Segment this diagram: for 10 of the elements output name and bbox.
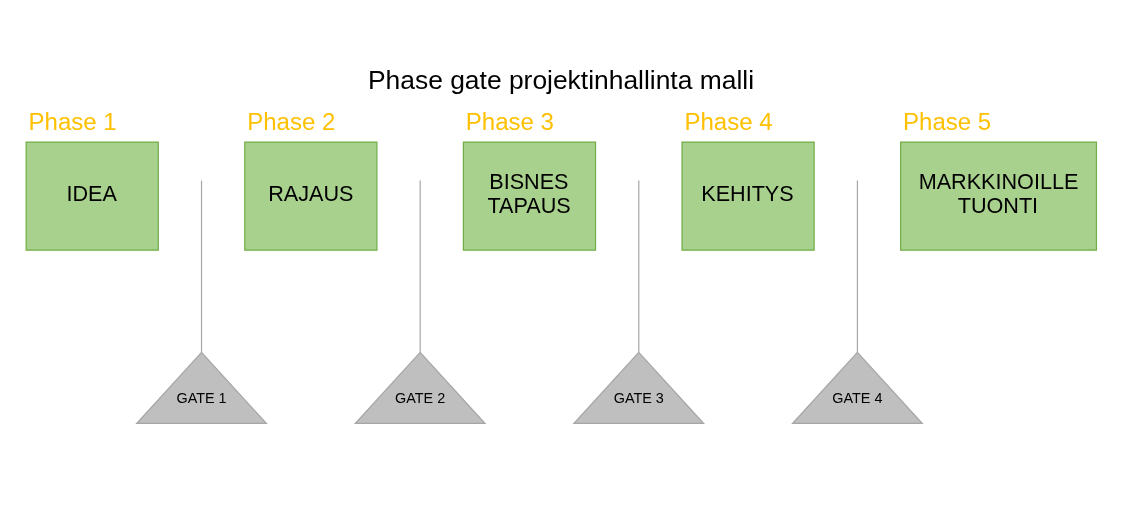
connector bbox=[638, 180, 640, 353]
node-label: Phase 1 bbox=[28, 108, 117, 136]
connector bbox=[419, 180, 421, 353]
node-label: Phase 5 bbox=[903, 108, 992, 136]
diagram-title: Phase gate projektinhallinta malli bbox=[367, 64, 755, 95]
node-label: Phase 3 bbox=[465, 108, 554, 136]
node-label: Phase 4 bbox=[684, 108, 773, 136]
node-label: Phase 2 bbox=[247, 108, 336, 136]
connector bbox=[200, 180, 203, 353]
connector bbox=[856, 180, 858, 353]
